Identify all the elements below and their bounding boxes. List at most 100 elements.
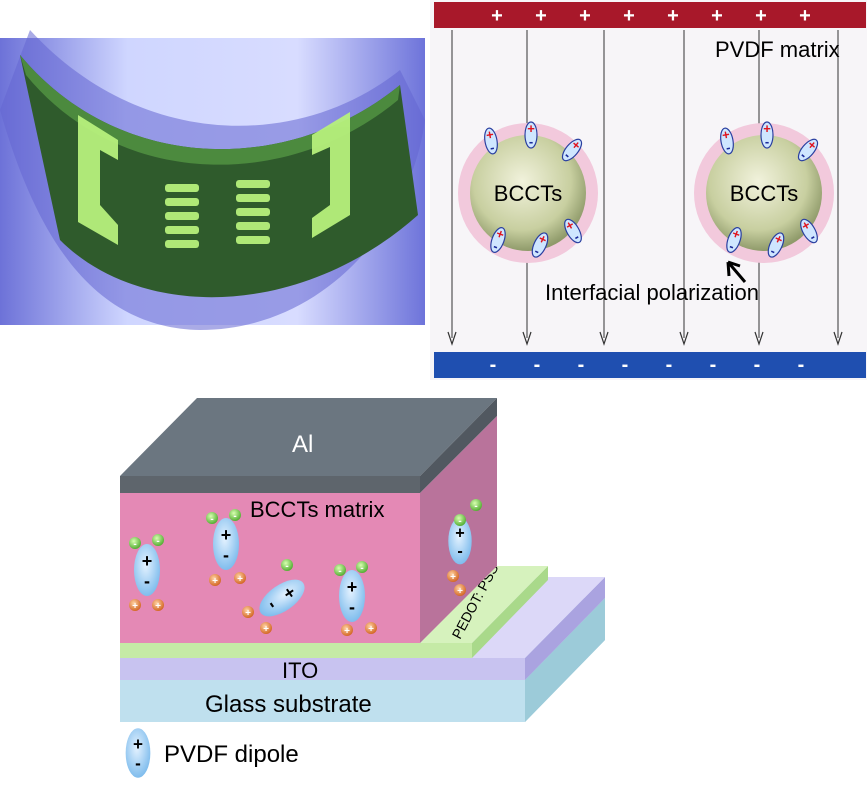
svg-text:-: -: [156, 536, 159, 547]
charge-ball: [129, 537, 141, 549]
ito-layer: [120, 658, 525, 680]
svg-text:+: +: [344, 626, 350, 637]
pvdf-dipole: +-: [213, 518, 239, 570]
svg-text:+: +: [457, 586, 463, 597]
bottom-plate-sign: -: [534, 354, 541, 376]
charge-ball: [365, 622, 377, 634]
svg-text:+: +: [155, 601, 161, 612]
interface-dipole: +-: [490, 226, 507, 254]
pvdf-dipole: +-: [259, 579, 305, 617]
glass-substrate-label: Glass substrate: [205, 691, 372, 718]
flexible-film: [20, 55, 418, 298]
charge-ball: [129, 599, 141, 611]
svg-text:+: +: [212, 576, 218, 587]
svg-text:-: -: [529, 134, 533, 149]
svg-text:-: -: [489, 140, 496, 156]
active-layer-label: BCCTs matrix: [250, 497, 384, 522]
bottom-electrode-plate: [434, 352, 866, 378]
svg-text:+: +: [221, 525, 232, 545]
interface-dipole: +-: [760, 121, 774, 149]
interface-dipole: +-: [563, 217, 582, 244]
charge-ball: [229, 509, 241, 521]
bccts-particles: BCCTs+-+-+-+-+-+-BCCTs+-+-+-+-+-+-: [458, 121, 834, 263]
matrix-label: PVDF matrix: [715, 37, 840, 62]
svg-text:-: -: [727, 238, 736, 254]
field-arrowhead: [447, 331, 457, 346]
annotation-arrow: [726, 260, 747, 283]
legend-dipole-label: PVDF dipole: [164, 741, 299, 768]
charge-ball: [334, 564, 346, 576]
svg-text:+: +: [132, 601, 138, 612]
legend: +- PVDF dipole: [125, 728, 299, 778]
svg-text:+: +: [721, 126, 731, 142]
svg-text:+: +: [763, 121, 771, 136]
top-plate-sign: +: [667, 5, 679, 27]
svg-text:-: -: [223, 545, 229, 565]
svg-text:-: -: [338, 566, 341, 577]
bottom-plate-sign: -: [710, 354, 717, 376]
annotation-label: Interfacial polarization: [545, 280, 759, 305]
pvdf-dipole: +-: [448, 517, 472, 565]
pvdf-dipoles: +-+-+-+-+----------++++++++++: [129, 499, 482, 637]
svg-text:-: -: [133, 539, 136, 550]
interface-dipole: +-: [524, 121, 538, 149]
charge-ball: [341, 624, 353, 636]
device-stack: Glass substrate ITO PEDOT: PSS BCCTs mat…: [120, 398, 605, 722]
svg-text:-: -: [768, 243, 778, 258]
bottom-plate-sign: -: [666, 354, 673, 376]
top-plate-sign: +: [755, 5, 767, 27]
charge-ball: [209, 574, 221, 586]
svg-text:-: -: [210, 514, 213, 525]
top-plate-sign: +: [491, 5, 503, 27]
active-layer-front: [120, 493, 420, 643]
top-electrode-plate: [434, 2, 866, 28]
svg-text:-: -: [457, 542, 462, 560]
svg-text:-: -: [135, 754, 141, 773]
glass-substrate-layer: [120, 680, 525, 722]
charge-ball: [470, 499, 482, 511]
pedot-layer: [120, 643, 472, 658]
svg-text:+: +: [245, 608, 251, 619]
svg-text:+: +: [368, 624, 374, 635]
svg-text:-: -: [532, 243, 542, 258]
svg-text:-: -: [571, 229, 582, 244]
charge-ball: [447, 570, 459, 582]
bottom-plate-sign: -: [578, 354, 585, 376]
bottom-plate-signs: --------: [490, 354, 805, 376]
interface-dipole: +-: [726, 226, 743, 254]
svg-text:+: +: [455, 524, 464, 542]
bottom-plate-sign: -: [490, 354, 497, 376]
top-plate-sign: +: [579, 5, 591, 27]
field-arrowhead: [679, 331, 689, 346]
svg-text:-: -: [491, 238, 500, 254]
field-arrowhead: [754, 331, 764, 346]
interface-dipole: +-: [720, 126, 734, 155]
top-plate-sign: +: [711, 5, 723, 27]
particle-core: [470, 135, 586, 251]
top-plate-sign: +: [623, 5, 635, 27]
svg-text:+: +: [263, 624, 269, 635]
al-electrode-top: [120, 398, 497, 476]
interface-dipole: +-: [561, 137, 584, 162]
electrode-pads: [78, 112, 350, 248]
charge-ball: [281, 559, 293, 571]
polarization-diagram: ++++++++ -------- PVDF matrix BCCTs+-+-+…: [430, 0, 867, 380]
ito-label: ITO: [282, 658, 318, 683]
bottom-plate-sign: -: [798, 354, 805, 376]
charge-ball: [152, 599, 164, 611]
svg-text:-: -: [765, 134, 769, 149]
interface-dipole: +-: [484, 126, 498, 156]
flexible-device-photo: [0, 0, 425, 330]
al-label: Al: [292, 431, 313, 458]
svg-text:-: -: [807, 229, 818, 244]
svg-text:+: +: [347, 577, 358, 597]
interface-dipole: +-: [531, 231, 550, 259]
top-plate-sign: +: [535, 5, 547, 27]
svg-text:+: +: [237, 574, 243, 585]
svg-text:+: +: [485, 126, 495, 142]
top-plate-signs: ++++++++: [491, 5, 811, 27]
svg-text:-: -: [285, 561, 288, 572]
pvdf-dipole: +-: [134, 544, 160, 596]
svg-text:+: +: [450, 572, 456, 583]
svg-text:+: +: [142, 551, 153, 571]
